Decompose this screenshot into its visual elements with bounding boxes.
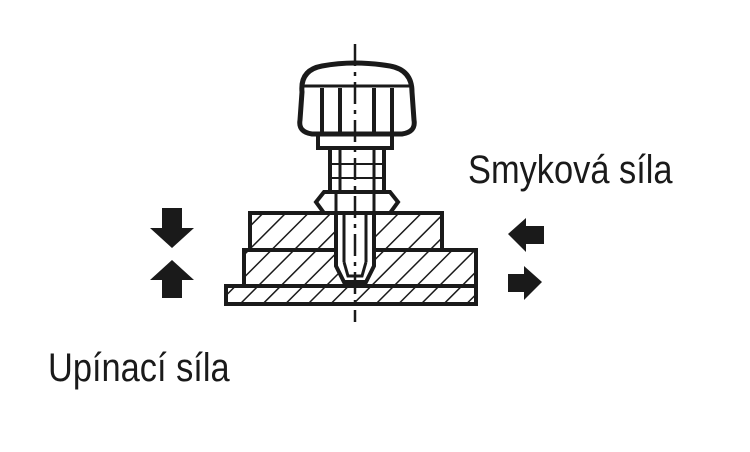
hex-nut	[313, 190, 401, 215]
arrow-up-icon	[150, 260, 194, 298]
bottom-plate	[224, 284, 478, 306]
knob-icon	[297, 60, 417, 137]
arrow-right-icon	[508, 266, 542, 300]
threaded-shank	[328, 146, 386, 194]
shear-force-label: Smyková síla	[468, 148, 673, 192]
clamping-force-label: Upínací síla	[48, 346, 230, 390]
arrow-left-icon	[508, 218, 544, 252]
arrow-down-icon	[150, 208, 194, 248]
